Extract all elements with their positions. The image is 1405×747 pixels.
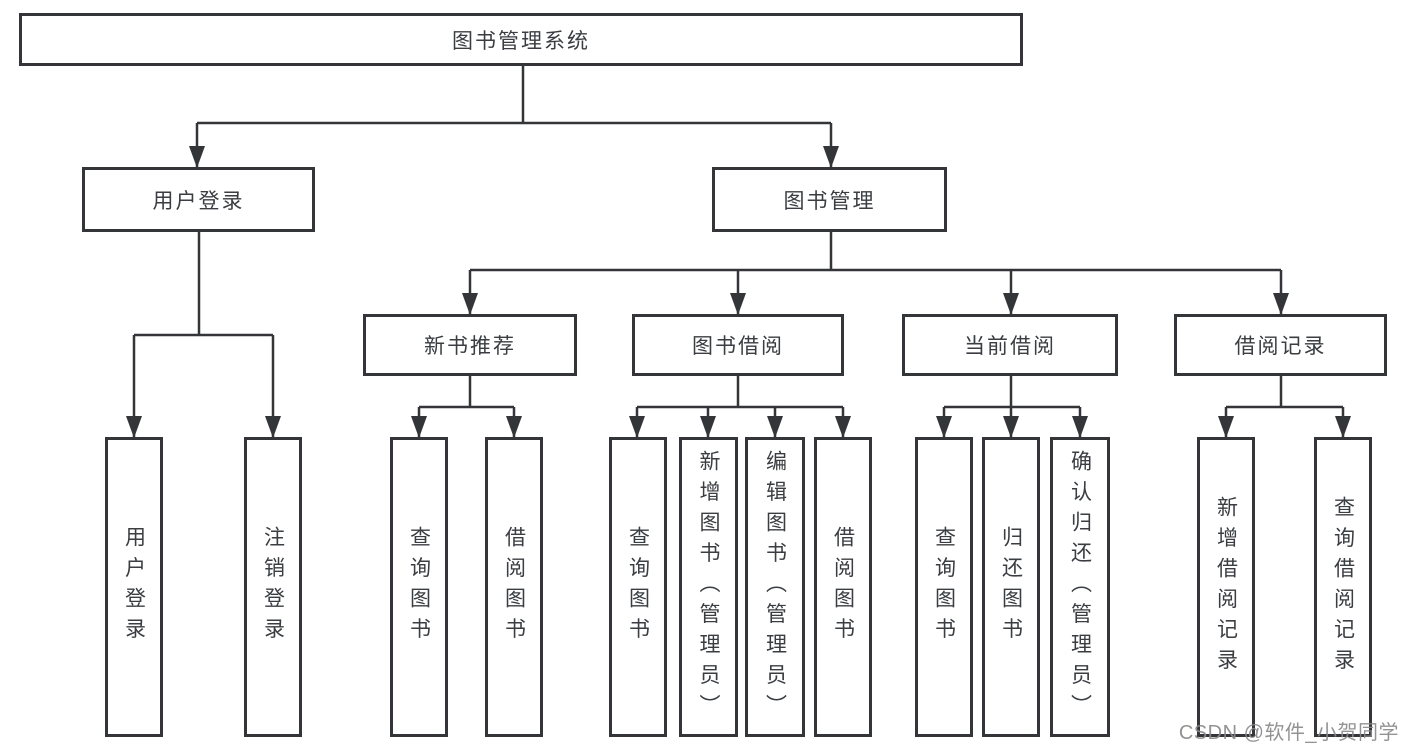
csdn-watermark: CSDN @软件_小贺同学 [1178,722,1399,744]
leaf-add-borrowing-record: 新增借阅记录 [1197,437,1255,737]
node-book-borrowing: 图书借阅 [632,314,844,376]
leaf-label: 借阅图书 [831,526,855,648]
node-label: 图书管理系统 [452,29,590,53]
leaf-label: 编辑图书（管理员） [763,449,787,725]
leaf-user-login: 用户登录 [105,437,163,737]
leaf-query-books-current: 查询图书 [915,437,973,737]
leaf-confirm-return-admin: 确认归还（管理员） [1050,437,1110,737]
leaf-label: 归还图书 [999,526,1023,648]
leaf-label: 注销登录 [261,526,285,648]
leaf-query-books-recommendation: 查询图书 [390,437,448,737]
leaf-add-book-admin: 新增图书（管理员） [679,437,738,737]
node-label: 新书推荐 [424,335,516,358]
node-label: 借阅记录 [1234,335,1327,358]
node-label: 图书借阅 [692,335,784,358]
leaf-label: 查询借阅记录 [1331,495,1355,679]
node-label: 图书管理 [783,189,876,213]
leaf-label: 查询图书 [407,526,431,648]
leaf-borrow-books-recommendation: 借阅图书 [485,437,543,737]
node-current-borrowing: 当前借阅 [902,314,1118,376]
leaf-label: 用户登录 [122,526,146,648]
leaf-edit-book-admin: 编辑图书（管理员） [745,437,805,737]
leaf-borrow-books: 借阅图书 [814,437,872,737]
node-label: 用户登录 [152,189,245,213]
leaf-return-books: 归还图书 [982,437,1040,737]
leaf-label: 新增借阅记录 [1214,495,1238,679]
leaf-label: 确认归还（管理员） [1068,449,1092,725]
leaf-label: 查询图书 [932,526,956,648]
node-book-management: 图书管理 [712,167,947,232]
leaf-label: 查询图书 [626,526,650,648]
node-user-login: 用户登录 [82,167,315,232]
leaf-query-books-borrowing: 查询图书 [609,437,667,737]
node-root-system: 图书管理系统 [19,13,1023,66]
node-borrowing-records: 借阅记录 [1174,314,1387,376]
leaf-label: 新增图书（管理员） [697,449,720,725]
leaf-logout: 注销登录 [244,437,302,737]
node-new-book-recommendation: 新书推荐 [363,314,577,376]
leaf-label: 借阅图书 [502,526,526,648]
node-label: 当前借阅 [964,335,1056,358]
leaf-query-borrowing-record: 查询借阅记录 [1314,437,1372,737]
